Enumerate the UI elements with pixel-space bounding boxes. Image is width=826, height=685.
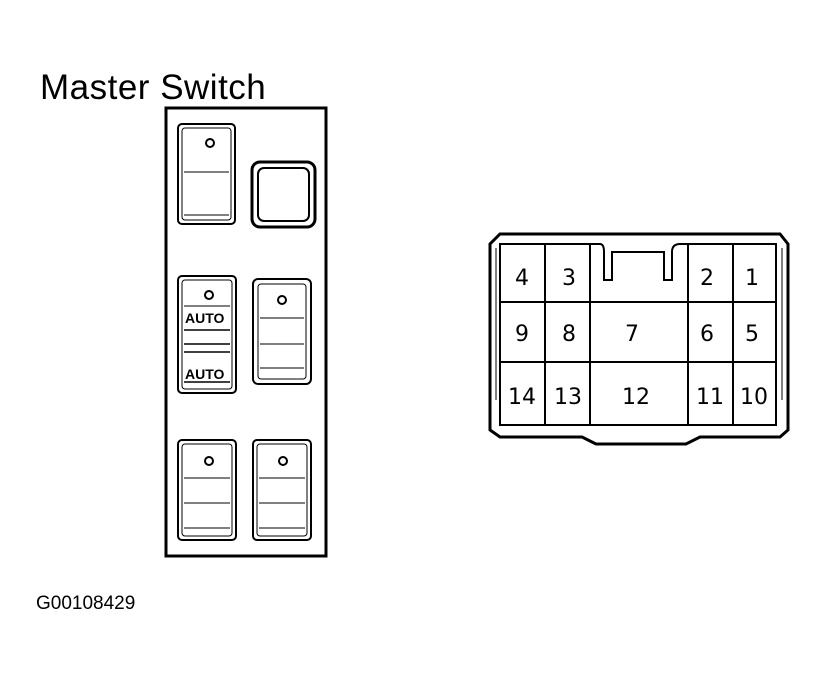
pin-4: 4 (515, 266, 529, 291)
window-switch-middle-right (252, 278, 312, 385)
pin-8: 8 (562, 322, 576, 347)
auto-label-lower: AUTO (185, 366, 225, 382)
pin-12: 12 (622, 385, 650, 410)
pin-9: 9 (515, 322, 529, 347)
window-switch-top-left (177, 123, 236, 225)
pin-3: 3 (562, 266, 576, 291)
pin-2: 2 (700, 266, 714, 291)
driver-auto-switch (177, 275, 237, 394)
pin-6: 6 (700, 322, 714, 347)
master-switch-panel (164, 106, 328, 558)
connector (488, 232, 790, 446)
pin-7: 7 (625, 322, 639, 347)
pin-14: 14 (508, 385, 536, 410)
pin-11: 11 (696, 385, 724, 410)
window-switch-bottom-left (177, 439, 237, 541)
diagram-title: Master Switch (40, 68, 267, 107)
auto-label-upper: AUTO (185, 310, 225, 326)
figure-id: G00108429 (36, 593, 136, 614)
pin-5: 5 (745, 322, 759, 347)
lock-switch (250, 160, 317, 229)
pin-1: 1 (745, 266, 759, 291)
window-switch-bottom-right (252, 439, 312, 541)
pin-10: 10 (740, 385, 768, 410)
pin-13: 13 (554, 385, 582, 410)
connector-housing (488, 232, 790, 446)
